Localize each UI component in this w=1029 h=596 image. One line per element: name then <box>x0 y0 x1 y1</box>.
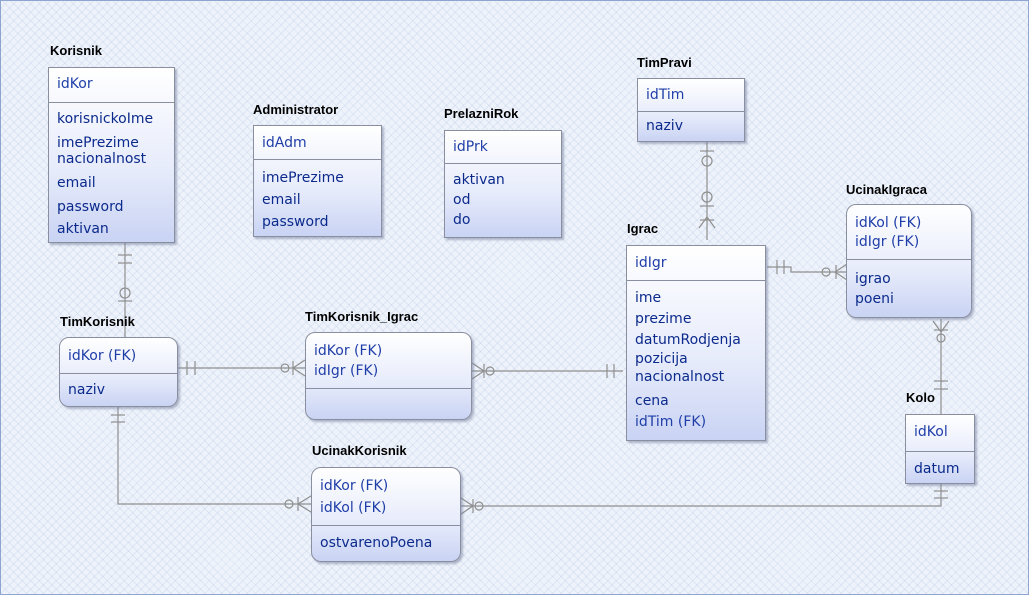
attr: datumRodjenja <box>635 332 741 348</box>
attr: ostvarenoPoena <box>320 535 433 551</box>
entity-title-ucinakigraca: UcinakIgraca <box>846 182 927 197</box>
attr: aktivan <box>453 172 505 188</box>
key-attr: idAdm <box>262 135 307 151</box>
attr: imePrezime <box>57 135 139 151</box>
attr: email <box>262 192 301 208</box>
attr: password <box>57 199 124 215</box>
attr: korisnickoIme <box>57 111 154 127</box>
rel-korisnik-timkorisnik <box>118 242 132 337</box>
entity-title-korisnik: Korisnik <box>50 43 103 58</box>
rel-timpravi-igrac <box>698 142 716 240</box>
entity-title-administrator: Administrator <box>253 102 339 117</box>
attr: prezime <box>635 311 692 327</box>
entity-korisnik[interactable]: idKor korisnickoIme imePrezime nacionaln… <box>48 67 175 243</box>
entity-timkorisnik-igrac[interactable]: idKor (FK) idIgr (FK) <box>305 332 472 420</box>
attr: naziv <box>68 382 105 398</box>
attr: do <box>453 212 471 228</box>
rel-timkorisnik-tki <box>178 359 306 377</box>
key-attr: idIgr (FK) <box>855 234 920 250</box>
attr: ime <box>635 290 662 306</box>
attr: datum <box>914 461 960 477</box>
attr: nacionalnost <box>635 369 725 385</box>
entity-title-igrac: Igrac <box>627 221 659 236</box>
attr: aktivan <box>57 221 109 237</box>
entity-igrac[interactable]: idIgr ime prezime datumRodjenja pozicija… <box>626 245 766 441</box>
key-attr: idIgr <box>635 255 667 271</box>
attr: email <box>57 175 96 191</box>
rel-kolo-ucinakigraca <box>932 319 950 421</box>
key-attr: idIgr (FK) <box>314 363 379 379</box>
entity-title-ucinakkorisnik: UcinakKorisnik <box>312 443 407 458</box>
attr: imePrezime <box>262 170 344 186</box>
attr: naziv <box>646 118 683 134</box>
entity-ucinakkorisnik[interactable]: idKor (FK) idKol (FK) ostvarenoPoena <box>311 467 461 562</box>
entity-title-timpravi: TimPravi <box>637 55 692 70</box>
entity-title-kolo: Kolo <box>906 390 935 405</box>
entity-title-timkorisnik: TimKorisnik <box>60 314 135 329</box>
rel-timkorisnik-ucinakkorisnik <box>111 406 312 513</box>
entity-kolo[interactable]: idKol datum <box>905 414 975 484</box>
key-attr: idKol <box>914 424 948 440</box>
entity-administrator[interactable]: idAdm imePrezime email password <box>253 125 382 237</box>
entity-ucinakigraca[interactable]: idKol (FK) idIgr (FK) igrao poeni <box>846 204 972 318</box>
attr: poeni <box>855 291 894 307</box>
attr: cena <box>635 393 669 409</box>
entity-title-timkorisnik-igrac: TimKorisnik_Igrac <box>305 309 419 324</box>
key-attr: idKol (FK) <box>320 500 387 516</box>
entity-timkorisnik[interactable]: idKor (FK) naziv <box>59 337 178 407</box>
attr: igrao <box>855 271 891 287</box>
attr: pozicija <box>635 351 688 367</box>
attr: password <box>262 214 329 230</box>
rel-kolo-ucinakkorisnik <box>460 484 948 515</box>
entity-prelaznirok[interactable]: idPrk aktivan od do <box>444 130 562 238</box>
key-attr: idKor (FK) <box>68 348 137 364</box>
fk-attr: idTim (FK) <box>635 414 707 430</box>
empty-attr-section <box>306 389 471 394</box>
key-attr: idPrk <box>453 139 488 155</box>
entity-timpravi[interactable]: idTim naziv <box>637 78 745 142</box>
rel-igrac-ucinakigraca <box>767 260 848 281</box>
key-attr: idKor <box>57 76 93 92</box>
attr: nacionalnost <box>57 151 147 167</box>
key-attr: idKor (FK) <box>314 343 383 359</box>
attr: od <box>453 192 471 208</box>
key-attr: idTim <box>646 87 685 103</box>
rel-igrac-tki <box>471 362 623 380</box>
entity-title-prelaznirok: PrelazniRok <box>444 106 519 121</box>
key-attr: idKol (FK) <box>855 215 922 231</box>
key-attr: idKor (FK) <box>320 478 389 494</box>
